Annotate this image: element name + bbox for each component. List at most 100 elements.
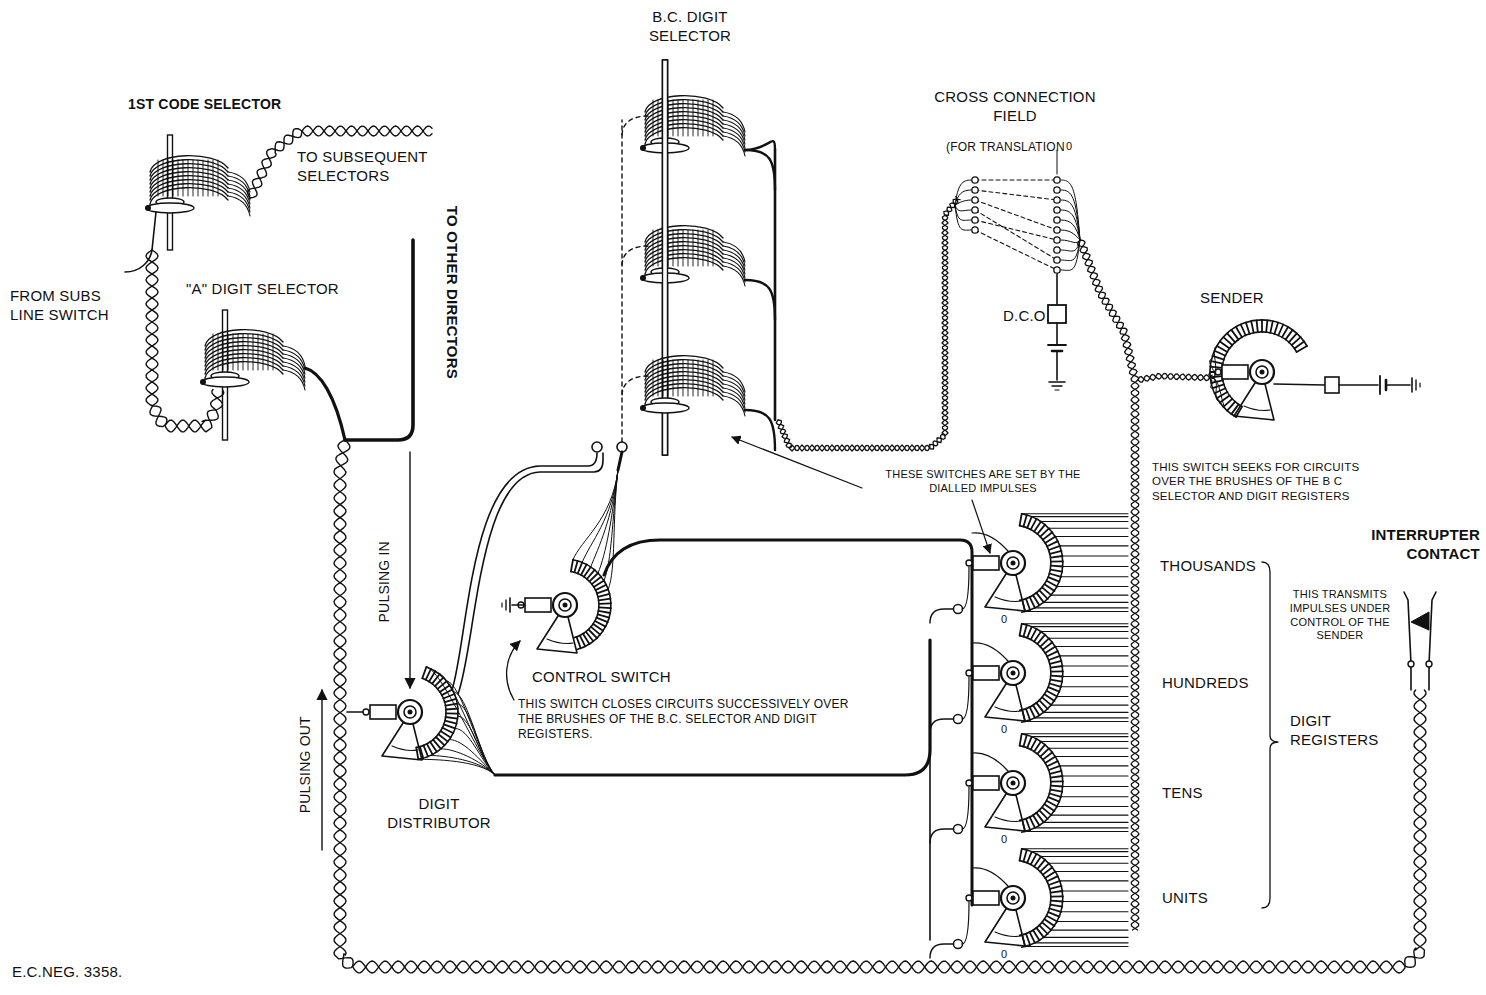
interrupter-spring <box>1429 592 1436 690</box>
digit-register-bank-contact <box>1027 627 1032 638</box>
field-terminal <box>972 177 978 183</box>
bc-selector-level-bank-contact <box>693 100 694 136</box>
digit-register-terminal <box>966 895 972 901</box>
control-switch-bank-contact <box>574 561 577 573</box>
digit-register-bank-contact <box>1047 761 1058 766</box>
digit-register-bank-wire <box>1049 748 1128 749</box>
battery-symbol <box>1048 344 1066 346</box>
control-switch-bank-contact <box>577 637 581 648</box>
switch-name: SENDER <box>1200 289 1264 308</box>
a-digit-selector-bank-contact <box>223 334 224 370</box>
a-digit-selector-bank-wire <box>283 366 305 386</box>
sender-switch-bank-contact <box>1257 320 1258 332</box>
bc-dashed-wire <box>622 376 648 396</box>
control-switch-bank-contact <box>599 599 611 601</box>
digit-distributor-bank-contact <box>422 667 426 678</box>
digit-register-bank-wire <box>1041 521 1128 522</box>
digit-distributor-bank-contact <box>416 748 418 760</box>
digit-register-bank-wire <box>1025 721 1128 722</box>
digit-register-bank-contact <box>1045 647 1055 653</box>
digit-register-bank-contact <box>1027 852 1032 863</box>
ground-symbol <box>505 600 506 610</box>
field-terminal <box>972 227 978 233</box>
digit-register-bank-contact <box>1051 895 1063 897</box>
battery-symbol <box>1379 376 1381 394</box>
dco-wire <box>1056 274 1058 305</box>
bracket <box>1262 562 1278 908</box>
field-terminal <box>1054 207 1060 213</box>
digit-register-bank-contact <box>1033 595 1039 605</box>
register-terminal <box>954 605 963 614</box>
a-digit-selector-bank-contact <box>258 334 259 370</box>
bc-selector-level-bank-contact <box>663 360 664 396</box>
ground-symbol <box>1049 381 1065 383</box>
field-terminal <box>1054 257 1060 263</box>
digit-register-bank-wire <box>1035 607 1128 608</box>
digit-register-bank-contact <box>1051 666 1063 668</box>
distributor-wire <box>418 759 495 775</box>
digit-register-terminal <box>966 560 972 566</box>
sender-wire <box>1212 378 1219 401</box>
field-terminal <box>1054 197 1060 203</box>
cable-source: FROM SUBS LINE SWITCH <box>10 287 130 325</box>
digit-register-bank-wire <box>1022 623 1128 624</box>
cross-connection-jumper <box>975 210 1057 260</box>
digit-distributor-bank-contact <box>444 724 455 728</box>
field-terminal <box>1054 217 1060 223</box>
register-brush-wire <box>972 533 1008 551</box>
bc-selector-level-shaft <box>663 60 668 455</box>
digit-register-base <box>973 891 999 905</box>
sender-switch-bank-contact <box>1278 325 1283 336</box>
digit-register-bank-contact <box>1049 546 1060 550</box>
code-selector-bank-contact <box>183 160 184 196</box>
bc-selector-level-base-screw <box>640 405 646 411</box>
bc-selector-level-bank-contact <box>693 360 694 396</box>
digit-register-hub <box>1001 771 1025 795</box>
interrupter-terminal <box>1408 661 1414 667</box>
code-selector-bank-contact <box>198 160 199 196</box>
control-switch-bank-contact <box>599 611 611 613</box>
bc-selector-level-bank-wire <box>723 124 745 144</box>
field-wire <box>1061 220 1080 240</box>
bc-selector-level-base-plate <box>641 403 689 413</box>
bc-selector-level-bank-contact <box>668 360 669 396</box>
digit-register-bank-wire <box>1060 655 1128 656</box>
digit-distributor-hub-ring <box>404 706 416 718</box>
digit-register-bank-wire <box>1055 536 1128 537</box>
digit-register-bank-wire <box>1032 516 1128 517</box>
bc-selector-level-shaft <box>663 60 668 455</box>
digit-register-bank-wire <box>1044 712 1128 713</box>
cross-connection-jumper <box>975 220 1057 240</box>
field-wire <box>955 205 971 230</box>
digit-register-bank-wire <box>1032 736 1128 737</box>
digit-register-bank-contact <box>1048 797 1059 802</box>
sender-switch-bank-contact <box>1294 341 1304 348</box>
field-terminal <box>1054 187 1060 193</box>
bc-selector-level-bank-wire <box>723 392 745 412</box>
digit-register-bank-contact <box>1049 881 1060 885</box>
register-bank-cable <box>1080 240 1139 930</box>
digit-register-bank-wire <box>1022 733 1128 734</box>
register-branch <box>930 609 953 623</box>
register-brush-wire <box>972 868 1008 886</box>
ground-symbol <box>1411 378 1413 392</box>
code-selector-bank-contact <box>173 160 174 196</box>
distributor-wire <box>458 716 495 775</box>
register-terminal-wire <box>962 567 969 609</box>
cable-destination: TO SUBSEQUENT SELECTORS <box>297 148 457 186</box>
register-terminal-wire <box>962 787 969 829</box>
a-digit-selector-bank-contact <box>218 334 219 370</box>
bc-selector-level-bank-contact <box>678 360 679 396</box>
a-selector-cable <box>305 368 345 440</box>
field-note: (FOR TRANSLATION <box>946 140 1065 155</box>
digit-register-wiper-arc <box>995 597 1021 602</box>
ground-symbol <box>1415 380 1416 390</box>
sender-wire <box>1212 346 1217 378</box>
digit-register-wiper-arc <box>995 707 1021 712</box>
bc-selector-level-bank-contact <box>703 230 704 266</box>
cable-destination: TO OTHER DIRECTORS <box>442 205 461 378</box>
digit-register-bank-wire <box>1057 586 1128 587</box>
register-name: TENS <box>1162 784 1203 803</box>
sender-wire <box>1212 378 1229 412</box>
